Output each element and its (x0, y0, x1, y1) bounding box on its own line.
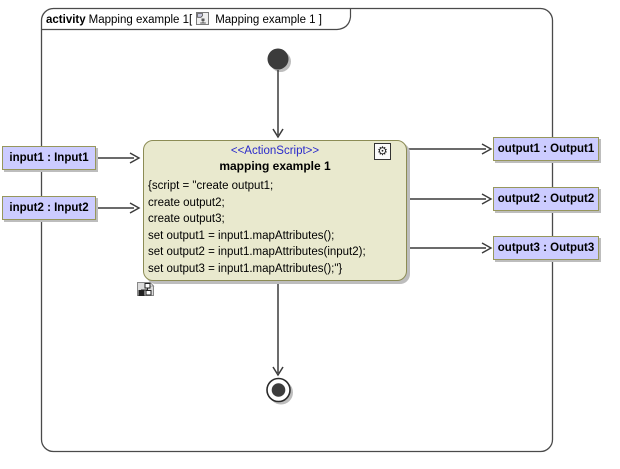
control-flow-initial-to-action[interactable] (272, 70, 284, 139)
input-pin-input2[interactable]: input2 : Input2 (2, 196, 96, 220)
initial-node[interactable] (267, 48, 292, 73)
script-line: create output3; (148, 213, 225, 225)
script-line: create output2; (148, 196, 225, 209)
script-line: {script = "create output1; (148, 180, 274, 192)
object-flow-output1[interactable] (407, 143, 493, 155)
action-stereotype: <<ActionScript>> (230, 145, 320, 157)
activity-final-node[interactable] (266, 377, 293, 405)
output-pin-output3[interactable]: output3 : Output3 (493, 236, 599, 260)
object-flow-output3[interactable] (407, 242, 493, 254)
object-flow-input1[interactable] (96, 152, 141, 164)
rake-icon (137, 280, 156, 302)
control-flow-action-to-final[interactable] (272, 283, 284, 377)
output-pin-output1[interactable]: output1 : Output1 (493, 137, 599, 161)
object-flow-input2[interactable] (96, 202, 141, 214)
script-line: set output2 = input1.mapAttributes(input… (148, 246, 366, 258)
object-flow-output2[interactable] (407, 193, 493, 205)
script-line: set output1 = input1.mapAttributes(); (148, 229, 335, 242)
frame-header-border (41, 8, 352, 31)
activity-frame[interactable] (40, 7, 554, 453)
gear-icon[interactable]: ⚙ (374, 143, 391, 160)
frame-diagram-ref: Mapping example 1 ] (215, 14, 322, 26)
activity-diagram-icon (196, 12, 210, 30)
script-line: set output3 = input1.mapAttributes();"} (148, 262, 343, 275)
action-script-body: {script = "create output1; create output… (144, 178, 406, 277)
input-pin-input1[interactable]: input1 : Input1 (2, 146, 96, 170)
frame-name: Mapping example 1[ (88, 14, 193, 26)
frame-keyword: activity (46, 14, 86, 26)
output-pin-output2[interactable]: output2 : Output2 (493, 187, 599, 211)
action-name: mapping example 1 (219, 159, 331, 173)
action-node-mapping-example-1[interactable]: <<ActionScript>> mapping example 1 {scri… (143, 140, 407, 281)
